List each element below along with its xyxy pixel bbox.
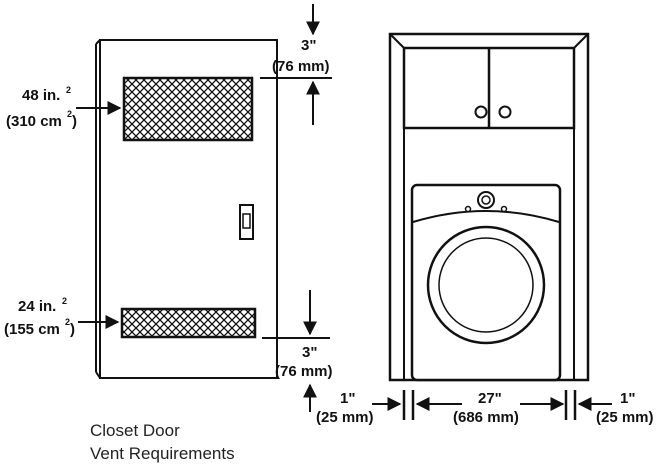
svg-text:Vent Requirements: Vent Requirements [90, 444, 235, 463]
svg-text:2: 2 [65, 317, 70, 327]
svg-text:Closet Door: Closet Door [90, 421, 180, 440]
svg-text:3": 3" [301, 37, 316, 54]
bottom-gap-dimension: 3" (76 mm) [262, 290, 333, 412]
svg-text:27": 27" [478, 390, 502, 407]
dryer-appliance [410, 183, 562, 382]
svg-text:(310 cm: (310 cm [6, 113, 62, 130]
cabinet-knob-left [474, 105, 488, 119]
width-dimension: 27" (686 mm) [415, 390, 565, 426]
svg-text:(76 mm): (76 mm) [272, 58, 330, 75]
svg-text:2: 2 [62, 296, 67, 306]
svg-text:(25 mm): (25 mm) [596, 409, 654, 426]
svg-text:24 in.: 24 in. [18, 298, 56, 315]
svg-text:): ) [72, 113, 77, 130]
bottom-vent-grille [120, 307, 257, 339]
svg-text:(25 mm): (25 mm) [316, 409, 374, 426]
top-vent-grille [122, 76, 254, 142]
svg-text:1": 1" [340, 390, 355, 407]
svg-text:): ) [70, 321, 75, 338]
svg-text:2: 2 [67, 109, 72, 119]
svg-text:48 in.: 48 in. [22, 87, 60, 104]
top-gap-dimension: 3" (76 mm) [260, 4, 332, 125]
cabinet-knob-right [498, 105, 512, 119]
bottom-vent-label: 24 in. 2 (155 cm 2 ) [4, 296, 120, 338]
right-gap-dimension: 1" (25 mm) [564, 390, 654, 426]
svg-text:(686 mm): (686 mm) [453, 409, 519, 426]
top-vent-label: 48 in. 2 (310 cm 2 ) [6, 85, 122, 130]
svg-text:(76 mm): (76 mm) [275, 363, 333, 380]
door-latch-icon [239, 204, 254, 240]
svg-text:3": 3" [302, 344, 317, 361]
left-gap-dimension: 1" (25 mm) [316, 390, 415, 426]
svg-text:1": 1" [620, 390, 635, 407]
closet-door [95, 39, 278, 379]
door-caption: Closet Door Vent Requirements [90, 421, 235, 463]
svg-text:2: 2 [66, 85, 71, 95]
svg-text:(155 cm: (155 cm [4, 321, 60, 338]
